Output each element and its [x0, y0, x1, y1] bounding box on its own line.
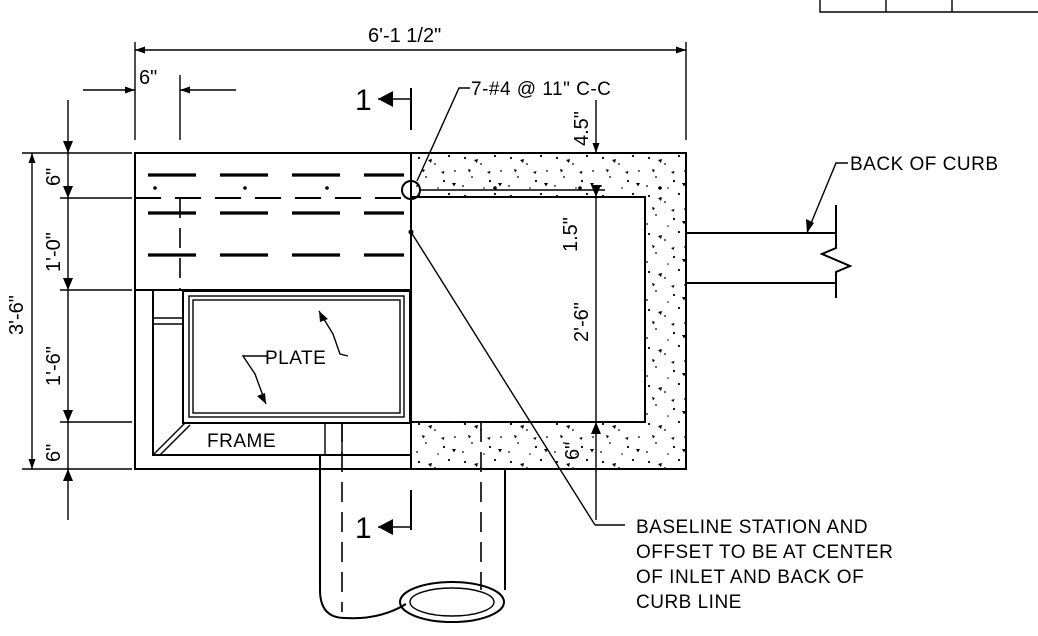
dim-left-offset-text: 6": [139, 67, 157, 89]
dim-second-band-text: 1'-0": [43, 232, 65, 272]
back-of-curb-label: BACK OF CURB: [850, 154, 999, 175]
title-block-corner: [819, 0, 1038, 13]
rebar-leader: [416, 87, 470, 182]
note-line-2: OFFSET TO BE AT CENTER: [636, 542, 893, 563]
dim-overall-height-text: 3'-6": [6, 295, 28, 335]
pipe: [319, 422, 506, 623]
dim-bottom-right-text: 6": [562, 442, 584, 460]
frame-label: FRAME: [207, 431, 276, 452]
baseline-leader: [410, 231, 625, 526]
dim-left-offset: [83, 75, 236, 140]
dim-overall-width-text: 6'-1 1/2": [368, 25, 441, 47]
dim-top-band-text: 6": [43, 168, 65, 186]
dim-bottom-band-text: 6": [43, 444, 65, 462]
plate-leaders: [241, 310, 349, 405]
concrete-hatch: [411, 153, 686, 469]
dim-inner-height-text: 2'-6": [571, 302, 593, 342]
dim-third-band-text: 1'-6": [43, 346, 65, 386]
dim-bar-cover-text: 1.5": [560, 217, 582, 252]
rebar-label: 7-#4 @ 11" C-C: [471, 79, 611, 100]
baseline-note: BASELINE STATION AND OFFSET TO BE AT CEN…: [636, 517, 893, 613]
dim-left-verticals: [22, 100, 132, 520]
frame: [152, 289, 412, 456]
dim-inner-height: [591, 185, 601, 520]
section-mark-bottom: 1: [355, 512, 372, 545]
rebar-callout-circle: [401, 180, 421, 200]
note-line-4: CURB LINE: [636, 592, 742, 613]
inlet-opening: [411, 196, 646, 423]
section-cut-bottom: [378, 490, 412, 535]
note-line-1: BASELINE STATION AND: [636, 517, 868, 538]
section-cut-top: [378, 88, 412, 130]
dim-overall-width: [134, 42, 687, 140]
grate-bars: [148, 173, 662, 257]
plate-label: PLATE: [265, 348, 326, 369]
section-mark-top: 1: [355, 84, 372, 117]
back-of-curb: [686, 162, 853, 298]
note-line-3: OF INLET AND BACK OF: [636, 567, 864, 588]
dim-top-cover-text: 4.5": [571, 111, 593, 146]
